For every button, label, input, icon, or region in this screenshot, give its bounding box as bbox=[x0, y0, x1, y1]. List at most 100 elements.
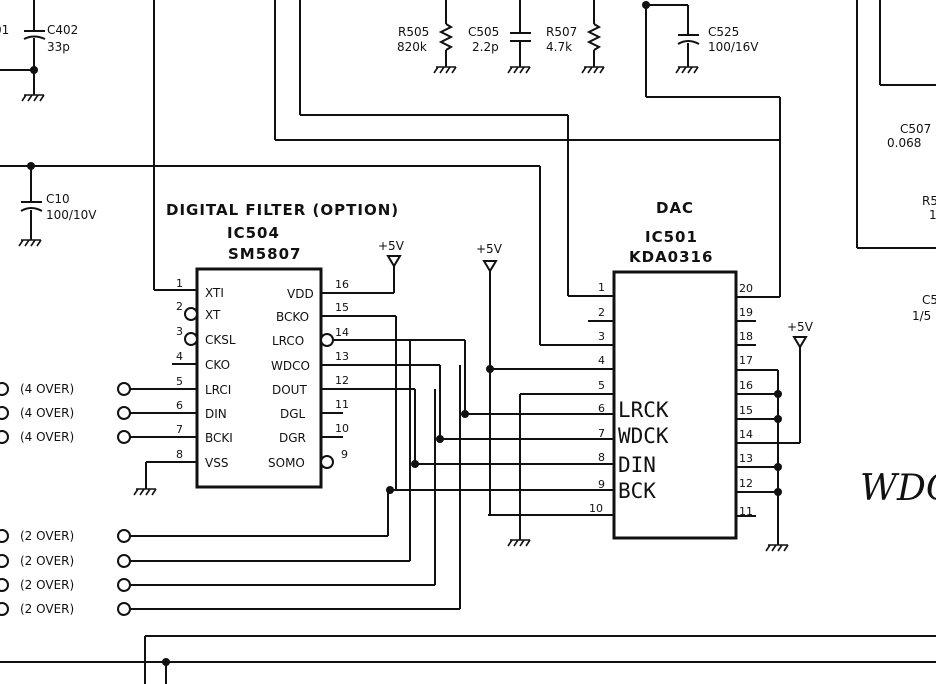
four-over-label: (4 OVER) bbox=[20, 406, 74, 420]
ic504-pin-name: LRCI bbox=[205, 383, 231, 397]
ic504-pin-num: 13 bbox=[335, 350, 349, 363]
ic501-supply: +5V bbox=[787, 320, 814, 334]
ic504-pin-num: 1 bbox=[176, 277, 183, 290]
ic504-ref: IC504 bbox=[227, 224, 280, 242]
connector-terminal bbox=[117, 602, 131, 616]
margin-handwriting: WDC bbox=[860, 468, 936, 509]
c10-value: 100/10V bbox=[46, 208, 97, 222]
ic501-pin-num: 20 bbox=[739, 282, 753, 295]
c507-ref: C507 bbox=[900, 122, 931, 136]
mid-supply-label: +5V bbox=[476, 242, 503, 256]
handwritten-lrck: LRCK bbox=[618, 398, 669, 422]
handwritten-din: DIN bbox=[618, 453, 656, 477]
two-over-label: (2 OVER) bbox=[20, 602, 74, 616]
four-over-inputs: (4 OVER) (4 OVER) (4 OVER) bbox=[0, 382, 131, 444]
left-edge-fragment: 01 bbox=[0, 23, 9, 37]
ic501-pin-num: 1 bbox=[598, 281, 605, 294]
ic504-pin-name: VSS bbox=[205, 456, 228, 470]
right-edge-r-value: 1 bbox=[929, 208, 936, 222]
ic501-header: DAC bbox=[656, 199, 694, 217]
ic504-header: DIGITAL FILTER (OPTION) bbox=[166, 201, 399, 219]
ic501-pin-num: 2 bbox=[598, 306, 605, 319]
ic504-pin-num: 9 bbox=[341, 448, 348, 461]
connector-terminal bbox=[117, 430, 131, 444]
ic504-pin-num: 8 bbox=[176, 448, 183, 461]
ic501-pin-num: 11 bbox=[739, 505, 753, 518]
ic504-pin-num: 5 bbox=[176, 375, 183, 388]
ic501-dac: DAC IC501 KDA0316 1 2 3 4 5 6 7 8 9 10 L… bbox=[388, 199, 814, 552]
ic504-supply: +5V bbox=[378, 239, 405, 253]
ic501-pin-num: 7 bbox=[598, 427, 605, 440]
ground-symbol bbox=[21, 94, 45, 102]
ic501-pin-num: 4 bbox=[598, 354, 605, 367]
two-over-label: (2 OVER) bbox=[20, 554, 74, 568]
dac-upper-routing bbox=[275, 114, 780, 346]
ic504-part: SM5807 bbox=[228, 245, 301, 263]
ic504-pin-num: 4 bbox=[176, 350, 183, 363]
inversion-bubble bbox=[320, 455, 334, 469]
connector-terminal bbox=[117, 382, 131, 396]
ic501-pin-num: 18 bbox=[739, 330, 753, 343]
ic504-pin-name: DGR bbox=[279, 431, 306, 445]
ic504-left-pins: 1 XTI 2 XT 3 CKSL 4 CKO 5 LRCI 6 DIN 7 B… bbox=[130, 277, 236, 496]
ic504-pin-name: XT bbox=[205, 308, 221, 322]
ic504-pin-name: VDD bbox=[287, 287, 314, 301]
ic504-pin-name: CKSL bbox=[205, 333, 236, 347]
ic504-pin-name: CKO bbox=[205, 358, 230, 372]
connector-terminal bbox=[0, 554, 9, 568]
c525-value: 100/16V bbox=[708, 40, 759, 54]
c402-ref: C402 bbox=[47, 23, 78, 37]
connector-terminal bbox=[117, 578, 131, 592]
ic504-pin-num: 16 bbox=[335, 278, 349, 291]
ic504-pin-name: XTI bbox=[205, 286, 224, 300]
connector-terminal bbox=[0, 529, 9, 543]
c505-value: 2.2p bbox=[472, 40, 499, 54]
inversion-bubble bbox=[184, 332, 198, 346]
ic504-pin-num: 12 bbox=[335, 374, 349, 387]
connector-terminal bbox=[117, 406, 131, 420]
ic501-pin-num: 9 bbox=[598, 478, 605, 491]
ic501-pin-num: 3 bbox=[598, 330, 605, 343]
ic504-pin-num: 3 bbox=[176, 325, 183, 338]
ic501-body bbox=[612, 270, 738, 540]
connector-terminal bbox=[117, 529, 131, 543]
ic501-pin-num: 14 bbox=[739, 428, 753, 441]
inversion-bubble bbox=[320, 333, 334, 347]
ic501-pin-num: 13 bbox=[739, 452, 753, 465]
ic504-pin-name: DGL bbox=[280, 407, 306, 421]
ic504-pin-num: 14 bbox=[335, 326, 349, 339]
right-edge-c-value: 1/5 bbox=[912, 309, 931, 323]
connector-terminal bbox=[0, 406, 9, 420]
ic504-pin-name: BCKI bbox=[205, 431, 233, 445]
ic504-pin-num: 2 bbox=[176, 300, 183, 313]
connector-terminal bbox=[0, 430, 9, 444]
two-over-outputs: (2 OVER) (2 OVER) (2 OVER) (2 OVER) bbox=[0, 340, 461, 616]
c507-value: 0.068 bbox=[887, 136, 921, 150]
ic504-pin-name: DOUT bbox=[272, 383, 307, 397]
connector-terminal bbox=[0, 602, 9, 616]
ic501-pin-num: 10 bbox=[589, 502, 603, 515]
c10-ref: C10 bbox=[46, 192, 70, 206]
ic504-pin-name: LRCO bbox=[272, 334, 304, 348]
ic504-pin-name: DIN bbox=[205, 407, 227, 421]
connector-terminal bbox=[0, 578, 9, 592]
ic504-pin-name: SOMO bbox=[268, 456, 305, 470]
ic504-pin-num: 10 bbox=[335, 422, 349, 435]
ic504-pin-name: WDCO bbox=[271, 359, 310, 373]
r505-value: 820k bbox=[397, 40, 427, 54]
ic504-pin-num: 15 bbox=[335, 301, 349, 314]
ic501-pin-num: 15 bbox=[739, 404, 753, 417]
bottom-bus bbox=[0, 635, 936, 684]
ic501-pin-num: 17 bbox=[739, 354, 753, 367]
c402-value: 33p bbox=[47, 40, 70, 54]
right-edge-r: R5 bbox=[922, 194, 936, 208]
ic501-ref: IC501 bbox=[645, 228, 698, 246]
handwritten-bck: BCK bbox=[618, 479, 656, 503]
four-over-label: (4 OVER) bbox=[20, 430, 74, 444]
inversion-bubble bbox=[184, 307, 198, 321]
c525-ref: C525 bbox=[708, 25, 739, 39]
r507-ref: R507 bbox=[546, 25, 577, 39]
ic504-pin-num: 7 bbox=[176, 423, 183, 436]
two-over-label: (2 OVER) bbox=[20, 529, 74, 543]
